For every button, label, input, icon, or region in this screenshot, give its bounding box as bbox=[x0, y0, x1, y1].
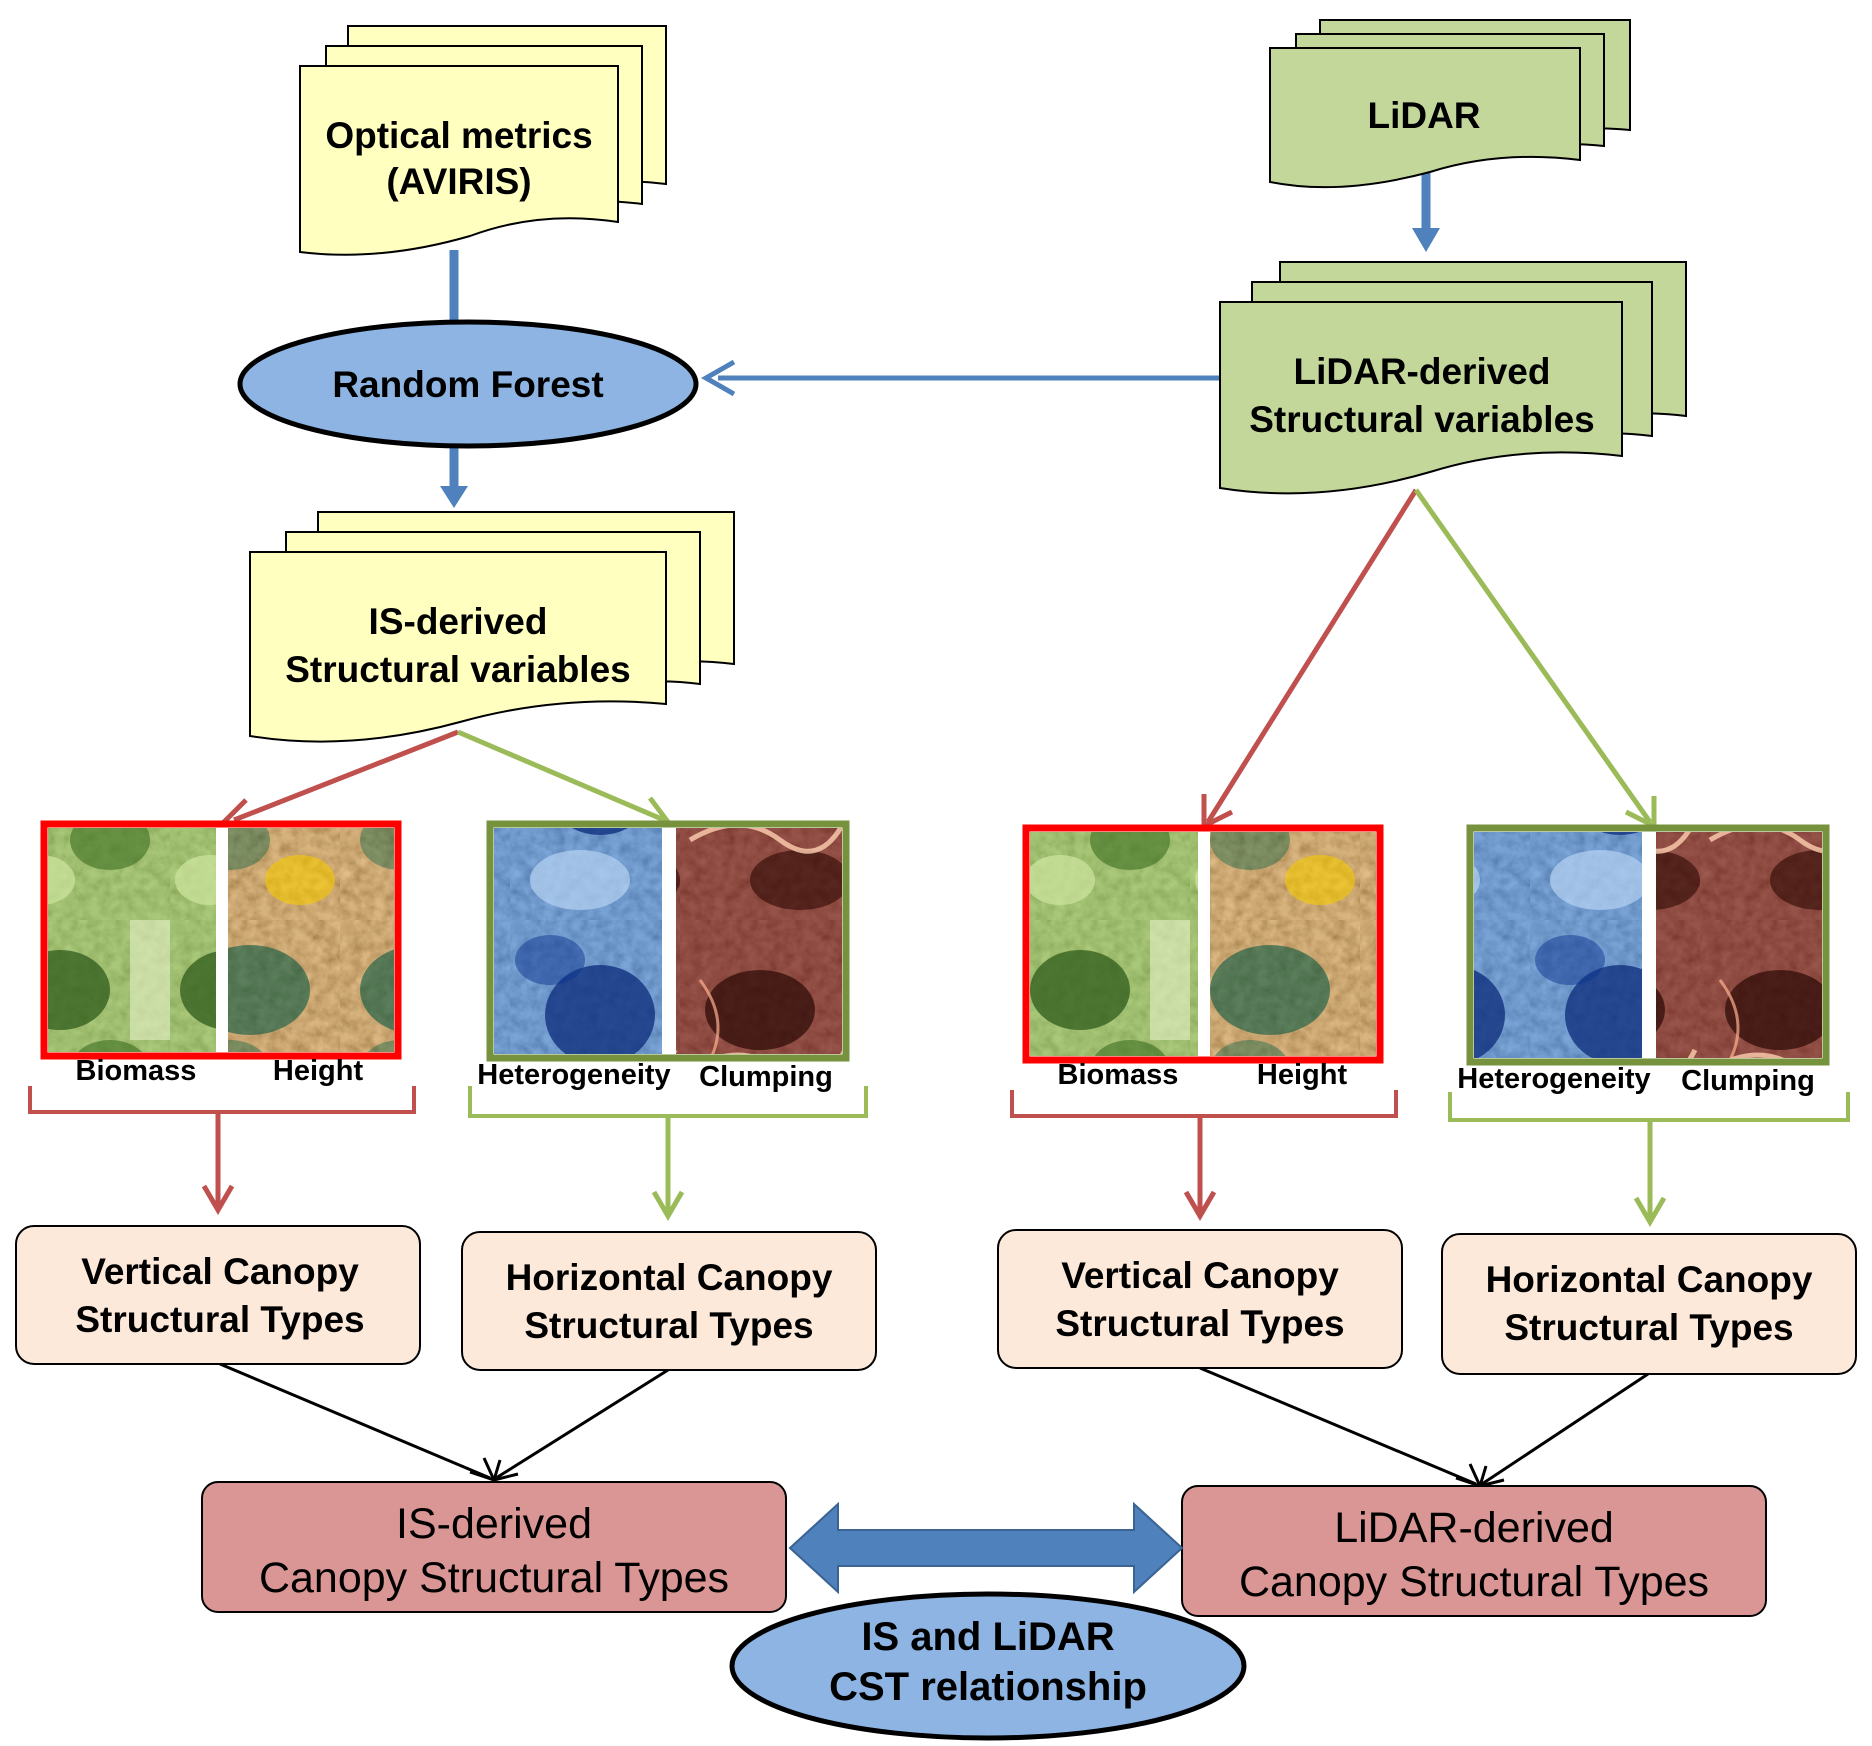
is-cst-box: IS-derived Canopy Structural Types bbox=[201, 1481, 787, 1613]
is-vertical-panel: Biomass Height bbox=[40, 820, 402, 1087]
lidar-biomass-label: Biomass bbox=[1058, 1059, 1179, 1091]
optical-line2: (AVIRIS) bbox=[386, 161, 531, 202]
is-cst-line1: IS-derived bbox=[396, 1500, 592, 1548]
rf-to-is-arrowhead bbox=[440, 486, 468, 508]
is-vars-line2: Structural variables bbox=[285, 649, 630, 690]
vars-to-rf-arrowhead bbox=[700, 359, 736, 397]
lidar-horizontal-line1: Horizontal Canopy bbox=[1486, 1259, 1813, 1300]
lidar-biomass-map bbox=[1030, 832, 1198, 1056]
is-vars-line1: IS-derived bbox=[369, 601, 548, 642]
lidar-heterogeneity-label: Heterogeneity bbox=[1457, 1063, 1650, 1095]
relationship-node: IS and LiDAR CST relationship bbox=[729, 1591, 1247, 1741]
lidar-cst-line2: Canopy Structural Types bbox=[1239, 1558, 1709, 1606]
lidar-horizontal-line2: Structural Types bbox=[1504, 1307, 1793, 1348]
optical-metrics-doc: Optical metrics (AVIRIS) bbox=[299, 25, 667, 256]
random-forest-label: Random Forest bbox=[332, 364, 603, 405]
lidar-vertical-line2: Structural Types bbox=[1055, 1303, 1344, 1344]
lidar-vertical-types-box: Vertical Canopy Structural Types bbox=[997, 1229, 1403, 1369]
is-vertical-types-box: Vertical Canopy Structural Types bbox=[15, 1225, 421, 1365]
relationship-line2: CST relationship bbox=[829, 1665, 1147, 1709]
lidar-vars-line1: LiDAR-derived bbox=[1294, 351, 1551, 392]
is-horizontal-line1: Horizontal Canopy bbox=[506, 1257, 833, 1298]
is-horizontal-types-box: Horizontal Canopy Structural Types bbox=[461, 1231, 877, 1371]
lidar-to-horizontal-line bbox=[1413, 488, 1653, 824]
is-clumping-map bbox=[676, 828, 842, 1054]
is-clumping-label: Clumping bbox=[699, 1061, 833, 1093]
is-horizontal-line2: Structural Types bbox=[524, 1305, 813, 1346]
is-vars-doc: IS-derived Structural variables bbox=[249, 511, 735, 743]
is-cst-line2: Canopy Structural Types bbox=[259, 1554, 729, 1602]
is-to-horizontal-line bbox=[457, 729, 665, 823]
is-vertical-line2: Structural Types bbox=[75, 1299, 364, 1340]
is-biomass-label: Biomass bbox=[76, 1055, 197, 1087]
lidar-label: LiDAR bbox=[1367, 95, 1480, 136]
is-heterogeneity-label: Heterogeneity bbox=[477, 1059, 670, 1091]
lidar-vars-doc: LiDAR-derived Structural variables bbox=[1219, 261, 1687, 495]
lidar-height-map bbox=[1210, 832, 1376, 1056]
lidar-clumping-label: Clumping bbox=[1681, 1065, 1815, 1097]
random-forest-node: Random Forest bbox=[237, 319, 699, 449]
lidar-to-vars-arrowhead bbox=[1412, 228, 1440, 252]
lidar-horizontal-types-box: Horizontal Canopy Structural Types bbox=[1441, 1233, 1857, 1375]
lidar-vertical-panel: Biomass Height bbox=[1022, 824, 1384, 1091]
bracket-lidar-vertical bbox=[1010, 1090, 1398, 1118]
is-height-map bbox=[228, 828, 394, 1052]
is-horizontal-panel: Heterogeneity Clumping bbox=[477, 820, 850, 1093]
lidar-vars-line2: Structural variables bbox=[1249, 399, 1594, 440]
double-arrow bbox=[788, 1501, 1184, 1595]
is-heterogeneity-map bbox=[494, 828, 662, 1054]
lidar-vertical-line1: Vertical Canopy bbox=[1061, 1255, 1339, 1296]
lidar-doc: LiDAR bbox=[1269, 19, 1631, 189]
lidar-heterogeneity-map bbox=[1474, 832, 1642, 1058]
lidar-cst-box: LiDAR-derived Canopy Structural Types bbox=[1181, 1485, 1767, 1617]
lidar-to-vertical-line bbox=[1205, 488, 1419, 824]
relationship-line1: IS and LiDAR bbox=[861, 1615, 1114, 1659]
is-height-label: Height bbox=[273, 1055, 364, 1087]
lidar-clumping-map bbox=[1656, 832, 1822, 1058]
bracket-is-vertical bbox=[28, 1086, 416, 1114]
lidar-cst-line1: LiDAR-derived bbox=[1334, 1504, 1614, 1552]
optical-line1: Optical metrics bbox=[325, 115, 592, 156]
is-vertical-line1: Vertical Canopy bbox=[81, 1251, 359, 1292]
is-to-vertical-line bbox=[233, 729, 459, 823]
lidar-horizontal-panel: Heterogeneity Clumping bbox=[1457, 824, 1830, 1097]
is-biomass-map bbox=[48, 828, 216, 1052]
lidar-height-label: Height bbox=[1257, 1059, 1348, 1091]
